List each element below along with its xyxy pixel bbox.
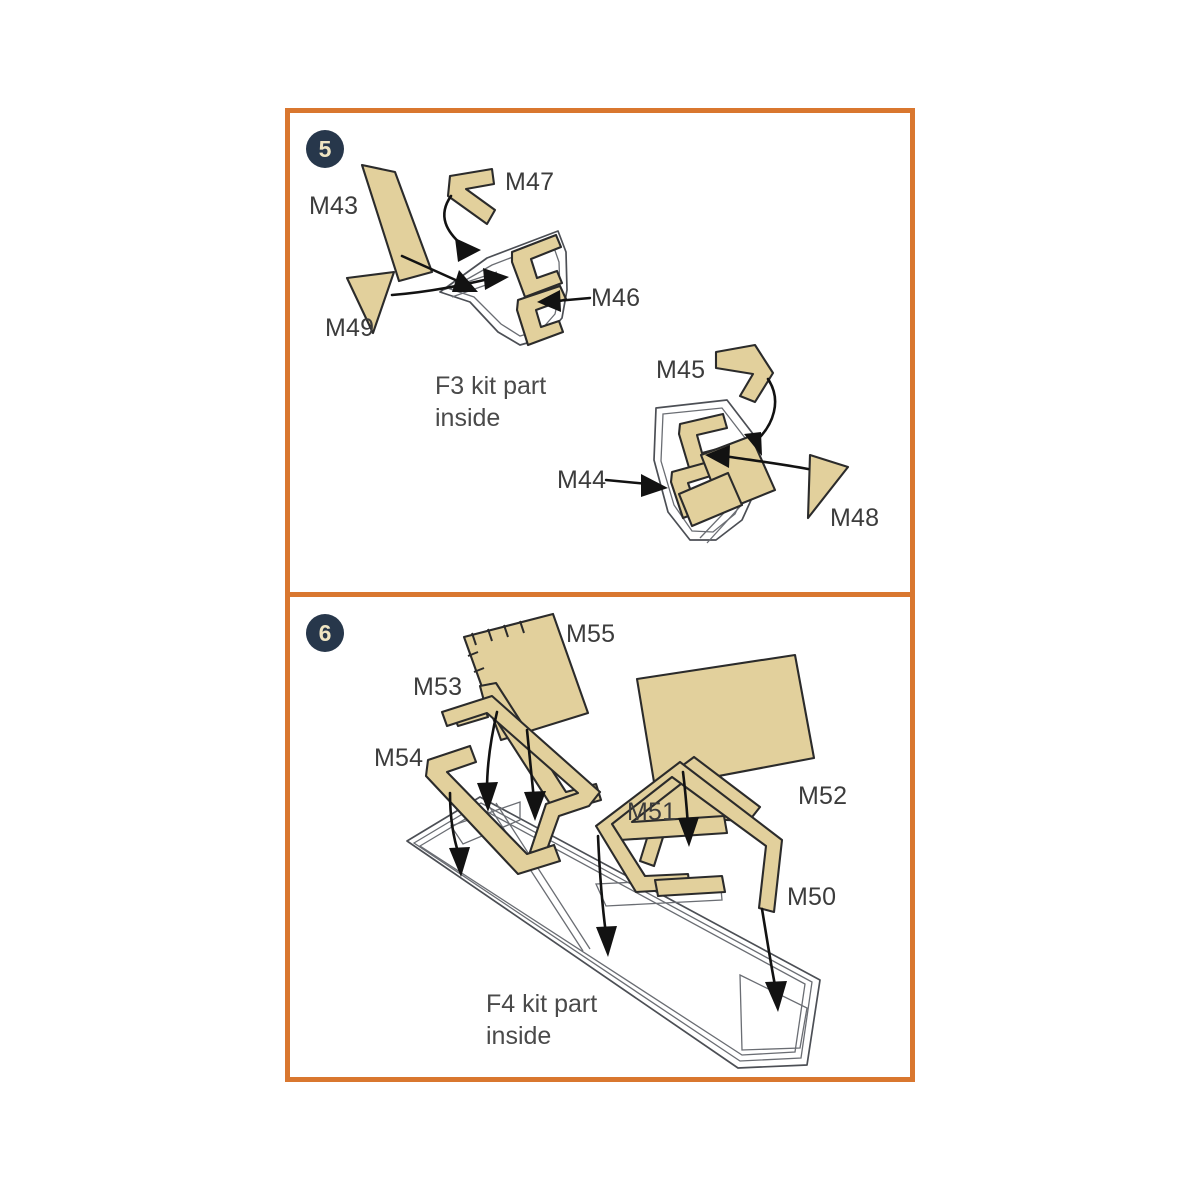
part-label-m43: M43	[309, 192, 359, 220]
part-label-m47: M47	[505, 168, 555, 196]
step-badge-6: 6	[306, 614, 344, 652]
panel-divider	[285, 592, 915, 597]
part-label-m50: M50	[787, 883, 837, 911]
part-label-m46: M46	[591, 284, 641, 312]
part-label-m55: M55	[566, 620, 616, 648]
part-label-m52: M52	[798, 782, 848, 810]
part-label-m49: M49	[325, 314, 375, 342]
step-badge-5: 5	[306, 130, 344, 168]
part-label-m45: M45	[656, 356, 706, 384]
part-label-m44: M44	[557, 466, 607, 494]
kit-part-note-f3: F3 kit part inside	[435, 372, 547, 432]
part-label-m54: M54	[374, 744, 424, 772]
kit-part-note-f4: F4 kit part inside	[486, 990, 598, 1050]
part-label-m51: M51	[627, 798, 677, 826]
part-label-m53: M53	[413, 673, 463, 701]
part-label-m48: M48	[830, 504, 880, 532]
